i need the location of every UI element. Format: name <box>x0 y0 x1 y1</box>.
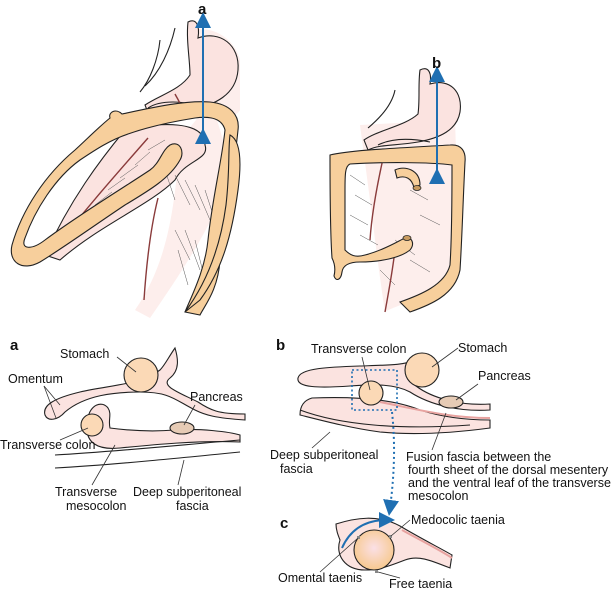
leader-line <box>455 383 479 401</box>
intestine-cut-end <box>412 185 422 191</box>
magnify-arrow <box>383 411 399 516</box>
section-c-diagram: c Medocolic taenia Omental taenis Free t… <box>278 512 505 591</box>
magnified-region-box <box>351 369 398 411</box>
leader-line <box>177 459 185 486</box>
panel-label-a: a <box>10 337 19 354</box>
label-fusion-fascia-2: fourth sheet of the dorsal mesentery <box>408 463 609 477</box>
intestine-cut-end <box>402 235 412 241</box>
descending-colon <box>184 134 241 313</box>
pancreas-organ <box>169 421 195 435</box>
arrow-label-b: b <box>432 55 441 72</box>
label-deep-fascia-a-2: fascia <box>176 499 209 513</box>
label-deep-fascia-b-1: Deep subperitoneal <box>270 448 378 462</box>
leader-line <box>361 356 371 391</box>
label-omentum-a: Omentum <box>8 372 63 386</box>
leader-line <box>183 404 196 426</box>
deep-fascia-line <box>299 409 471 428</box>
section-a-diagram: a Stomach Omentum Pancreas Transverse co… <box>0 337 246 513</box>
label-fusion-fascia-3: and the ventral leaf of the transverse <box>408 476 611 490</box>
stomach-inner-line <box>377 138 431 146</box>
label-pancreas-a: Pancreas <box>190 390 243 404</box>
medocolic-taenia-marker <box>389 535 392 538</box>
label-stomach-b: Stomach <box>458 341 507 355</box>
label-transverse-colon-b: Transverse colon <box>311 342 406 356</box>
label-transverse-colon-a: Transverse colon <box>0 438 95 452</box>
transverse-colon-frame <box>329 144 466 313</box>
label-omental-taenis: Omental taenis <box>278 571 362 585</box>
omental-taenia-marker <box>357 536 360 539</box>
transverse-colon-organ <box>80 413 104 437</box>
label-transverse-mesocolon-2: mesocolon <box>66 499 126 513</box>
stomach-fold-line <box>144 27 176 87</box>
label-fusion-fascia-1: Fusion fascia between the <box>406 450 551 464</box>
leader-line <box>43 385 61 406</box>
panel-label-b: b <box>276 337 285 354</box>
stomach-fold-line <box>139 39 161 93</box>
deep-fascia-line <box>54 439 241 456</box>
label-fusion-fascia-4: mesocolon <box>408 489 468 503</box>
omentum-attachment-line <box>341 512 395 549</box>
label-medocolic-taenia: Medocolic taenia <box>411 513 505 527</box>
transverse-colon-organ <box>358 380 384 406</box>
label-deep-fascia-a-1: Deep subperitoneal <box>133 485 241 499</box>
leader-line <box>59 427 89 441</box>
label-deep-fascia-b-2: fascia <box>280 462 313 476</box>
label-free-taenia: Free taenia <box>389 577 452 591</box>
deep-fascia-line <box>54 451 241 469</box>
section-b-diagram: b Transverse colon Stomach Pancreas Deep… <box>270 337 611 516</box>
fusion-fascia-line <box>401 529 453 559</box>
leader-line <box>319 537 359 573</box>
leader-line <box>116 356 137 373</box>
free-taenia-marker <box>375 570 378 573</box>
panel-label-c: c <box>280 515 288 532</box>
mesocolon-layer <box>299 396 491 435</box>
arrow-label-a: a <box>198 1 207 18</box>
stomach-organ <box>404 352 440 388</box>
stomach-fold-line <box>367 89 396 129</box>
label-pancreas-b: Pancreas <box>478 369 531 383</box>
leader-line <box>431 412 447 451</box>
leader-line <box>311 431 331 449</box>
leader-line <box>91 444 116 486</box>
illustration-b: b <box>329 55 466 313</box>
leader-line <box>390 519 411 537</box>
label-stomach-a: Stomach <box>60 347 109 361</box>
leader-line <box>431 347 459 368</box>
illustration-a: a <box>10 1 241 319</box>
transverse-colon-organ <box>353 529 395 571</box>
leader-line <box>43 385 57 419</box>
omentum-loop <box>297 359 491 411</box>
fusion-fascia-line <box>379 401 491 419</box>
stomach-organ <box>123 357 159 393</box>
leader-line <box>377 571 401 579</box>
vessel <box>143 197 159 301</box>
label-transverse-mesocolon-1: Transverse <box>55 485 117 499</box>
